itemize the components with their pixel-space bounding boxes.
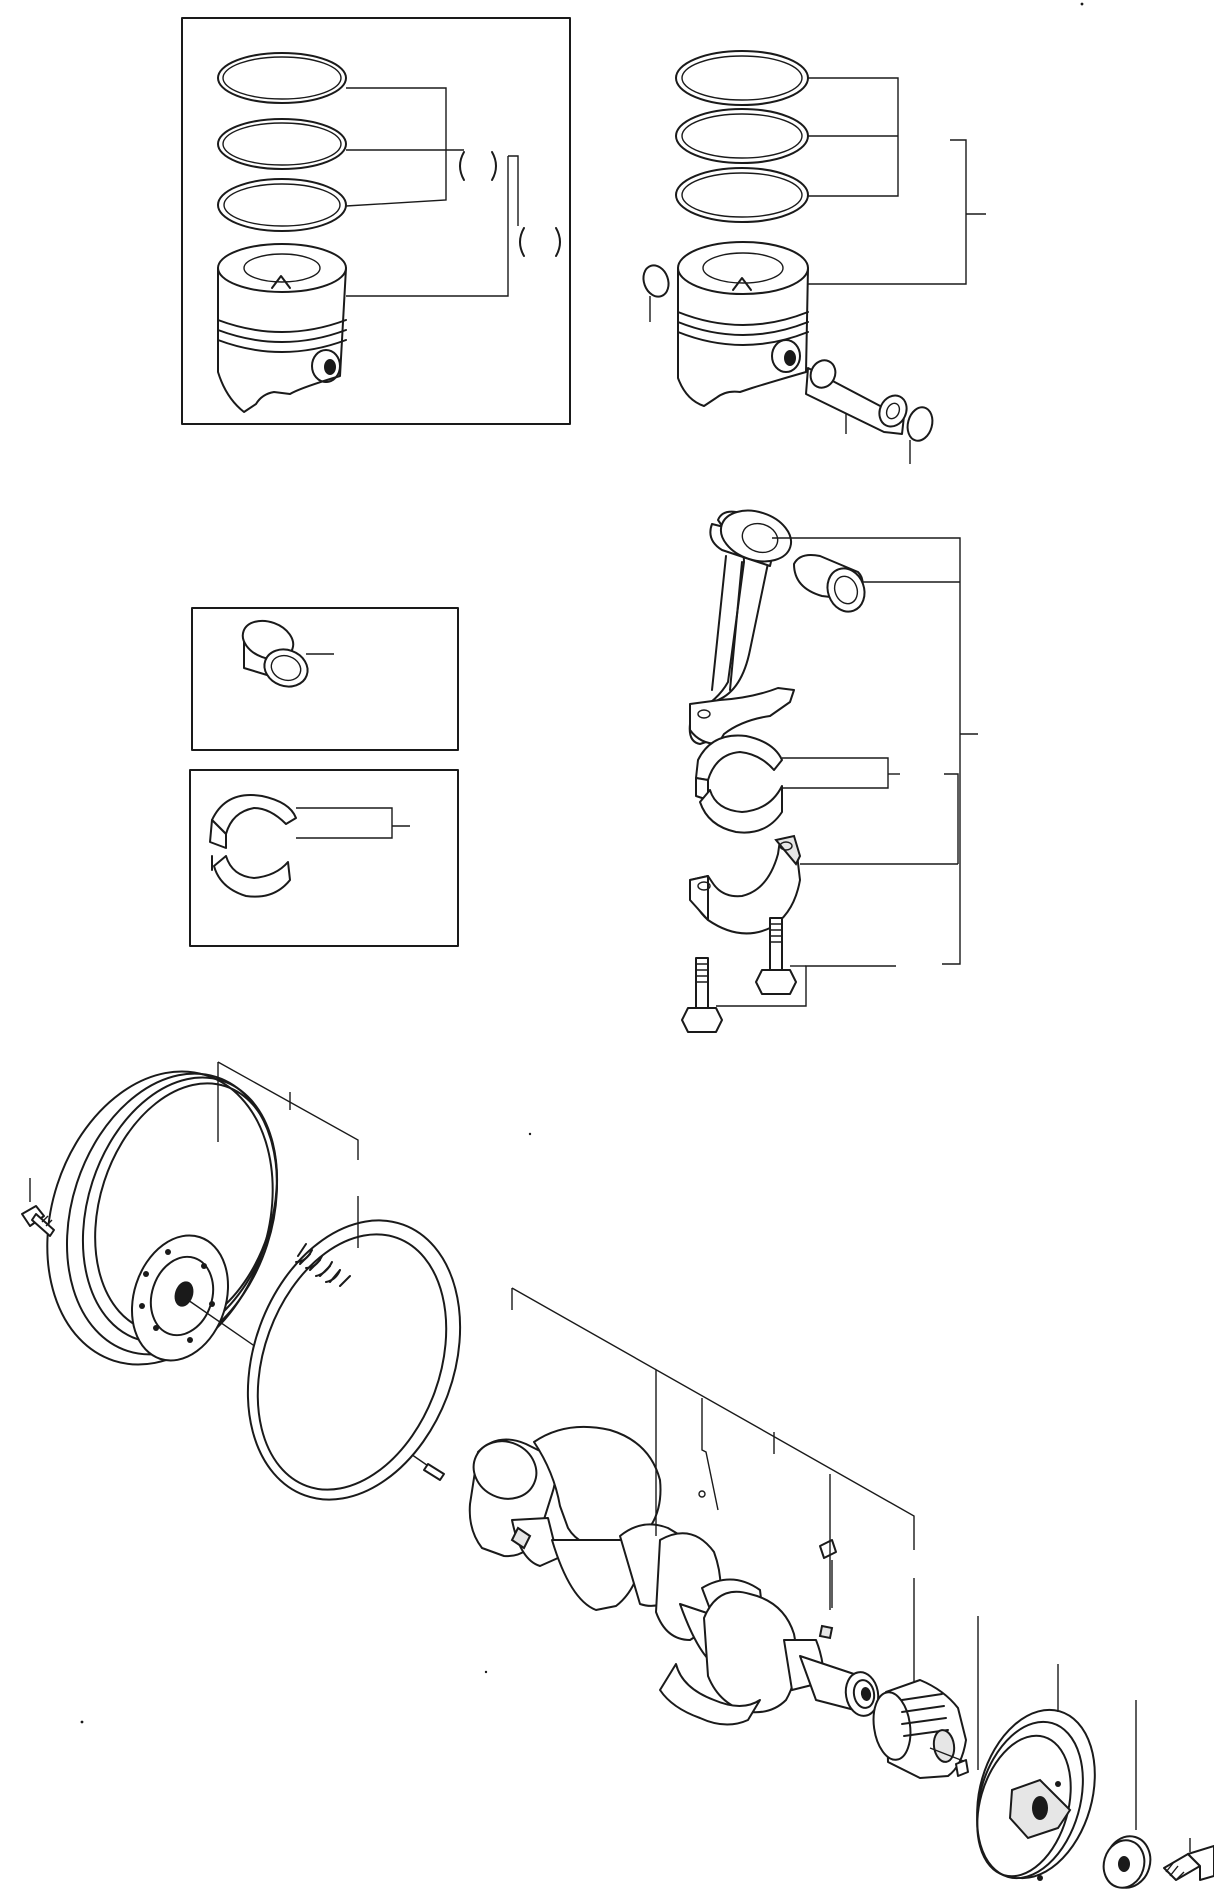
scan-specks <box>80 2 1084 1724</box>
alt-piston-kit-frame <box>181 17 571 425</box>
pulley-bolt <box>1163 1838 1214 1881</box>
flywheel-ringgear-leaders <box>217 1061 359 1248</box>
pulley-leaders <box>1057 1664 1137 1830</box>
piston-pin-snap-ring-right <box>906 406 934 464</box>
crankshaft-leaders <box>511 1287 979 1770</box>
piston-ring-top <box>675 50 809 106</box>
crankshaft-gear-key <box>929 1747 969 1777</box>
crankshaft-pulley <box>976 1708 1096 1881</box>
piston <box>677 241 809 407</box>
connecting-rod-leaders <box>716 537 978 1007</box>
conrod-bearing-lower <box>699 785 783 834</box>
crankshaft-key <box>819 1539 837 1559</box>
alt-piston-ring-2 <box>217 118 347 170</box>
alt-conrod-bearing-lower <box>211 855 291 898</box>
flywheel-bolt <box>21 1178 55 1237</box>
piston-pin <box>805 359 908 435</box>
piston-pin-snap-ring-left <box>642 264 670 322</box>
alt-conrod-bearing-upper <box>209 794 297 849</box>
conrod-bolt-left <box>681 957 723 1033</box>
piston-ring-second <box>675 108 809 164</box>
piston-assembly <box>642 50 986 464</box>
conrod-bolt-right <box>755 917 797 995</box>
alt-conrod-bearing-leaders <box>296 807 410 839</box>
alt-piston-ring-3 <box>217 178 347 232</box>
crankshaft <box>468 1425 880 1726</box>
bushing-panel <box>191 607 459 751</box>
bushing-panel-frame <box>191 607 459 751</box>
alt-piston-kit-panel <box>181 17 571 425</box>
ring-gear <box>246 1219 462 1501</box>
piston-ring-oil <box>675 167 809 223</box>
crankshaft-gear <box>872 1679 967 1779</box>
conrod-cap <box>689 834 802 935</box>
alt-conrod-bearing-panel <box>189 769 459 947</box>
bushing <box>241 619 334 688</box>
small-end-bushing <box>793 554 866 613</box>
alt-piston-ring-1 <box>217 52 347 104</box>
alt-piston-kit-leaders <box>345 87 561 297</box>
alt-piston <box>217 243 347 413</box>
piston-assembly-leaders <box>808 77 986 285</box>
connecting-rod <box>688 509 795 745</box>
pulley-washer <box>1102 1835 1152 1889</box>
alt-conrod-bearing-frame <box>189 769 459 947</box>
connecting-rod-assembly <box>681 509 978 1033</box>
